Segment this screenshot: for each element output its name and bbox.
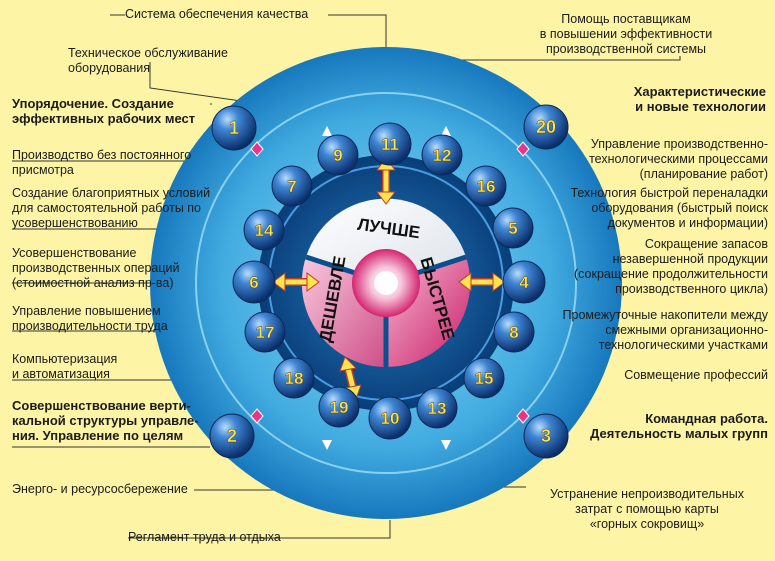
sphere-13: 13 — [417, 388, 457, 428]
sphere-8: 8 — [494, 312, 534, 352]
sphere-17: 17 — [245, 312, 285, 352]
label-productivity-mgmt: Управление повышением производительности… — [12, 304, 168, 334]
sphere-5: 5 — [493, 208, 533, 248]
sphere-number: 20 — [536, 117, 556, 137]
label-job-combination: Совмещение профессий — [556, 368, 768, 383]
sphere-16: 16 — [466, 166, 506, 206]
sphere-number: 7 — [287, 177, 296, 196]
sphere-12: 12 — [422, 135, 462, 175]
label-operation-improvement: Усовершенствование производственных опер… — [12, 246, 180, 291]
label-energy-saving: Энерго- и ресурсосбережение — [12, 482, 188, 497]
label-process-mgmt: Управление производственно- технологичес… — [556, 137, 768, 182]
sphere-7: 7 — [272, 166, 312, 206]
label-waste-elimination: Устранение непроизводительных затрат с п… — [526, 487, 768, 532]
sphere-number: 11 — [381, 135, 399, 154]
sphere-number: 6 — [249, 273, 258, 292]
sphere-number: 16 — [477, 177, 496, 196]
sphere-2: 2 — [210, 414, 254, 458]
sphere-number: 14 — [255, 221, 274, 240]
label-ordering: Упорядочение. Создание эффективных рабоч… — [12, 96, 195, 126]
sphere-number: 1 — [229, 118, 239, 138]
label-independent-work: Создание благоприятных условий для самос… — [12, 186, 210, 231]
label-no-supervision: Производство без постоянного присмотра — [12, 148, 191, 178]
label-maintenance: Техническое обслуживание оборудования — [68, 46, 228, 76]
label-wip-reduction: Сокращение запасов незавершенной продукц… — [556, 237, 768, 297]
sphere-number: 4 — [519, 273, 529, 292]
sphere-number: 19 — [330, 398, 349, 417]
sphere-10: 10 — [369, 397, 411, 439]
sphere-number: 15 — [475, 369, 494, 388]
label-vertical-structure: Совершенствование верти- кальной структу… — [12, 398, 199, 443]
sphere-19: 19 — [319, 387, 359, 427]
sphere-number: 3 — [541, 426, 551, 446]
sphere-9: 9 — [318, 135, 358, 175]
sphere-number: 5 — [508, 219, 517, 238]
label-teamwork: Командная работа. Деятельность малых гру… — [556, 411, 768, 441]
sphere-number: 10 — [381, 409, 400, 428]
sphere-number: 2 — [227, 426, 237, 446]
sphere-4: 4 — [503, 261, 545, 303]
label-quick-changeover: Технология быстрой переналадки оборудова… — [548, 186, 768, 231]
label-work-rest: Регламент труда и отдыха — [128, 530, 281, 545]
label-new-tech: Характеристические и новые технологии — [560, 84, 766, 114]
sphere-number: 13 — [428, 399, 447, 418]
label-buffers: Промежуточные накопители между смежными … — [534, 308, 768, 353]
sphere-1: 1 — [212, 106, 256, 150]
sphere-14: 14 — [244, 210, 284, 250]
sphere-18: 18 — [274, 358, 314, 398]
sphere-6: 6 — [233, 261, 275, 303]
label-computerization: Компьютеризация и автоматизация — [12, 352, 117, 382]
label-quality-system: Система обеспечения качества — [125, 7, 308, 22]
sphere-number: 12 — [433, 146, 452, 165]
sphere-number: 17 — [256, 323, 275, 342]
sphere-number: 9 — [333, 146, 342, 165]
sphere-number: 8 — [509, 323, 518, 342]
sphere-11: 11 — [369, 123, 411, 165]
label-supplier-help: Помощь поставщикам в повышении эффективн… — [488, 12, 764, 57]
sphere-number: 18 — [285, 369, 304, 388]
sphere-15: 15 — [464, 358, 504, 398]
leader-line — [328, 15, 386, 48]
